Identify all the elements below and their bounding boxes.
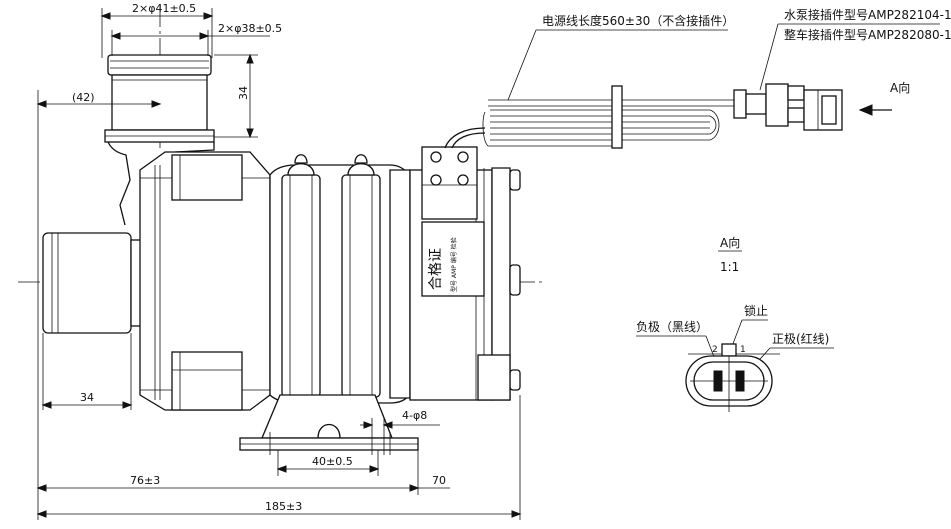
mount-spacing-text: 40±0.5 <box>312 455 353 468</box>
dim-outer-diameter: 2×φ41±0.5 <box>100 2 214 58</box>
dim-inlet-offset: (42) <box>36 90 162 520</box>
dim-inner-diameter: 2×φ38±0.5 <box>110 22 282 56</box>
view-arrow-label: A向 <box>890 80 910 95</box>
detail-view: A向 1:1 负极（黑线） 锁止 正极(红线) 2 1 <box>636 235 834 412</box>
outlet-offset-text: 34 <box>80 391 94 404</box>
outer-diameter-text: 2×φ41±0.5 <box>132 2 196 15</box>
mount-bracket <box>239 394 419 455</box>
certificate-label <box>421 221 485 297</box>
negative-label: 负极（黑线） <box>636 320 708 334</box>
inlet-offset-text: (42) <box>72 91 95 104</box>
detail-scale: 1:1 <box>720 260 739 274</box>
base-offset-text: 70 <box>432 474 446 487</box>
inlet-height-text: 34 <box>237 86 250 100</box>
connector-block <box>421 127 486 220</box>
label-plate-text: 合格证 <box>428 248 444 290</box>
volute-housing <box>139 151 271 411</box>
overall-length-text: 185±3 <box>265 500 302 513</box>
inlet-pipe <box>42 232 142 334</box>
wire-harness <box>482 85 740 149</box>
dim-overall-length: 185±3 <box>36 395 522 520</box>
pin-2-label: 2 <box>712 345 718 355</box>
detail-title: A向 <box>720 235 740 250</box>
plug-connector <box>733 83 843 131</box>
lock-label: 锁止 <box>744 303 768 318</box>
pump-connector-text: 水泵接插件型号AMP282104-1 <box>784 7 951 22</box>
dim-mount-spacing: 40±0.5 <box>276 450 380 476</box>
dim-outlet-offset: 34 <box>41 333 133 410</box>
positive-label: 正极(红线) <box>772 331 829 346</box>
inlet-distance-text: 76±3 <box>130 474 160 487</box>
connector-model-note: 水泵接插件型号AMP282104-1 整车接插件型号AMP282080-1 <box>759 7 951 91</box>
cable-length-text: 电源线长度560±30（不含接插件） <box>542 13 734 28</box>
mount-holes-text: 4-φ8 <box>402 409 427 422</box>
label-plate-small-text: 型号 AMP 编号 检验 <box>450 237 458 292</box>
cable-length-note: 电源线长度560±30（不含接插件） <box>507 13 734 101</box>
vehicle-connector-text: 整车接插件型号AMP282080-1 <box>784 27 951 42</box>
dim-inlet-distance: 76±3 <box>36 450 420 495</box>
dim-mount-holes: 4-φ8 <box>360 409 440 455</box>
dim-base-offset: 70 <box>418 474 450 489</box>
dim-inlet-height: 34 <box>214 53 258 139</box>
inner-diameter-text: 2×φ38±0.5 <box>218 22 282 35</box>
pin-1-label: 1 <box>740 345 746 355</box>
motor-body <box>269 154 411 404</box>
outlet-pipe <box>104 54 215 226</box>
view-arrow: A向 <box>858 80 910 116</box>
